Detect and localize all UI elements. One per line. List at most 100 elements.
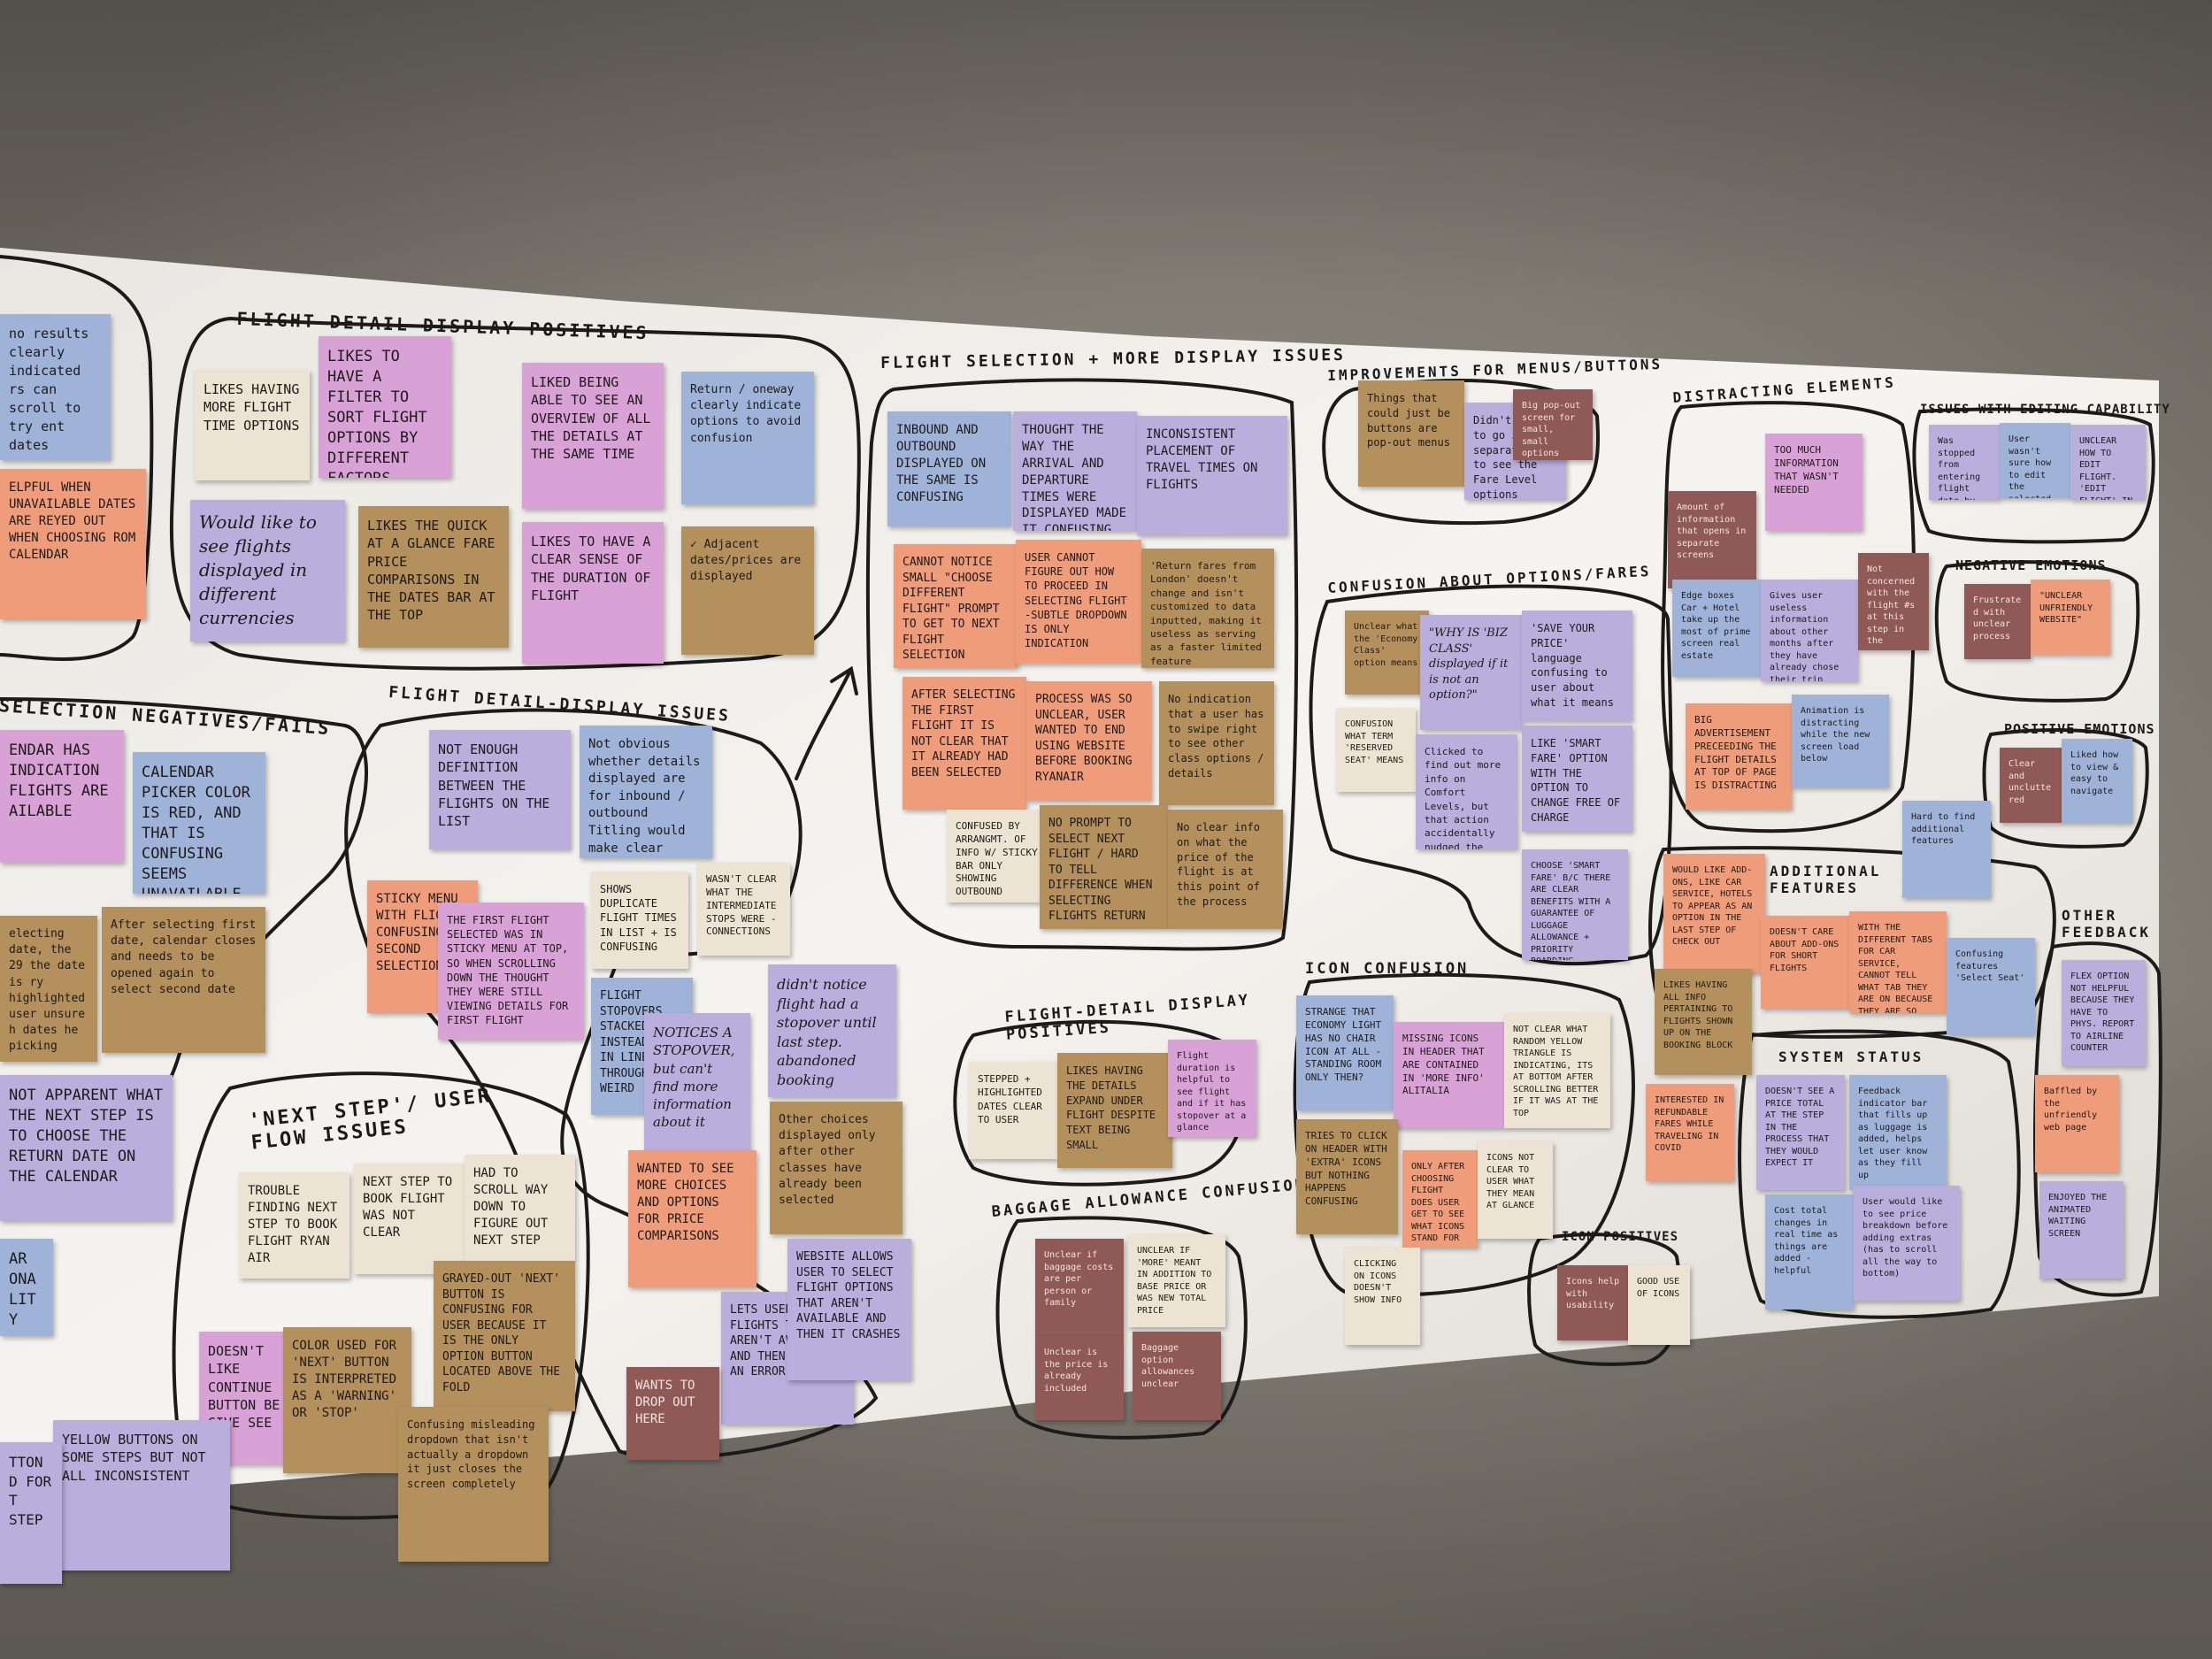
sticky-note: Icons help with usability [1557,1265,1632,1340]
sticky-note: TRIES TO CLICK ON HEADER WITH 'EXTRA' IC… [1296,1119,1398,1234]
sticky-note: LIKES HAVING ALL INFO PERTAINING TO FLIG… [1655,969,1752,1075]
cluster-outline-baggage [995,1216,1248,1440]
cluster-outline-detail-issues [344,708,879,1460]
sticky-note: User wasn't sure how to edit the selecte… [2000,423,2070,498]
header-icon-positives: ICON POSITIVES [1562,1230,1679,1244]
sticky-note: Was stopped from entering flight date by… [1929,425,2000,500]
sticky-note: WITH THE DIFFERENT TABS FOR CAR SERVICE,… [1849,911,1947,1013]
flow-arrow [795,671,851,780]
sticky-note: Unclear if baggage costs are per person … [1035,1239,1124,1336]
sticky-note: Clicked to find out more info on Comfort… [1416,734,1517,849]
sticky-note: SHOWS DUPLICATE FLIGHT TIMES IN LIST + I… [591,872,688,969]
sticky-note: WOULD LIKE ADD-ONS, like CAR SERVICE, HO… [1663,854,1765,973]
cluster-outline-distracting [1661,401,1916,833]
sticky-note: no results clearly indicated rs can scro… [0,314,111,460]
sticky-note: UNCLEAR IF 'MORE' MEANT IN ADDITION TO B… [1128,1234,1225,1327]
sticky-note: Big pop-out screen for small, small opti… [1513,389,1593,460]
sticky-note: No indication that a user has to swipe r… [1159,681,1274,805]
header-additional-features: ADDITIONAL FEATURES [1770,863,1882,896]
sticky-note: ENDAR HAS INDICATION FLIGHTS ARE AILABLE [0,730,124,863]
sticky-note: 'SAVE YOUR PRICE' language confusing to … [1522,611,1632,721]
cluster-outline-neg-emotions [1934,560,2140,703]
sticky-note: Flight duration is helpful to see flight… [1168,1040,1256,1137]
sticky-note: WANTED TO SEE MORE CHOICES AND OPTIONS F… [628,1150,757,1287]
sticky-note: STEPPED + HIGHLIGHTED DATES CLEAR TO USE… [969,1062,1057,1159]
sticky-note: TOO MUCH INFORMATION THAT WASN'T NEEDED [1765,434,1863,531]
cluster-outline-icon-positives [1527,1233,1682,1366]
sticky-note: Amount of information that opens in sepa… [1668,491,1756,588]
sticky-note: electing date, the 29 the date is ry hig… [0,916,97,1062]
sticky-note: Unclear what the 'Economy Class' option … [1345,611,1429,695]
sticky-note: LIKED BEING ABLE TO SEE AN OVERVIEW OF A… [522,363,664,509]
sticky-note: NEXT STEP TO BOOK FLIGHT WAS NOT CLEAR [354,1164,465,1274]
cluster-outline-selection-neg-top [0,255,154,661]
sticky-note: THE FIRST FLIGHT SELECTED WAS IN STICKY … [438,902,584,1040]
sticky-note: STRANGE THAT ECONOMY LIGHT HAS NO CHAIR … [1296,995,1394,1110]
sticky-note: Edge boxes Car + Hotel take up the most … [1672,580,1761,677]
sticky-note: GOOD USE OF ICONS [1628,1265,1690,1345]
sticky-note: AR ONALITY [0,1239,53,1336]
cluster-outline-selection-issues [865,378,1299,951]
sticky-note: Would like to see flights displayed in d… [190,500,345,641]
sticky-note: Cost total changes in real time as thing… [1765,1194,1854,1310]
sticky-note: THOUGHT THE WAY THE ARRIVAL AND DEPARTUR… [1013,411,1137,531]
header-icon-confusion: ICON CONFUSION [1305,960,1470,978]
sticky-note: Frustrated with unclear process [1964,584,2031,659]
sticky-note: ICONS NOT CLEAR TO USER WHAT THEY MEAN A… [1478,1141,1553,1239]
sticky-note: ELPFUL WHEN UNAVAILABLE DATES ARE REYED … [0,469,146,619]
sticky-note: CANNOT NOTICE SMALL "CHOOSE DIFFERENT FL… [894,544,1018,668]
sticky-note: GRAYED-OUT 'NEXT' BUTTON IS CONFUSING FO… [434,1261,575,1411]
sticky-note: didn't notice flight had a stopover unti… [768,964,896,1097]
sticky-note: LIKES HAVING THE DETAILS EXPAND UNDER FL… [1057,1053,1172,1168]
sticky-note: No clear info on what the price of the f… [1168,810,1283,929]
sticky-note: WEBSITE ALLOWS USER TO SELECT FLIGHT OPT… [787,1239,911,1380]
sticky-note: UNCLEAR HOW TO EDIT FLIGHT. 'EDIT FLIGHT… [2070,425,2146,500]
sticky-note: TROUBLE FINDING NEXT STEP TO BOOK FLIGHT… [239,1172,349,1279]
sticky-note: Hard to find additional features [1902,801,1991,898]
sticky-note: LIKE 'SMART FARE' OPTION WITH THE OPTION… [1522,726,1632,832]
sticky-note: User would like to see price breakdown b… [1854,1186,1960,1301]
sticky-note: INBOUND AND OUTBOUND DISPLAYED ON THE SA… [887,411,1011,526]
cluster-outline-detail-positives [169,316,861,671]
header-other-feedback: OTHER FEEDBACK [2062,907,2152,941]
header-positive-emotions: POSITIVE EMOTIONS [2004,721,2155,737]
sticky-note: NOT CLEAR WHAT RANDOM YELLOW TRIANGLE IS… [1504,1013,1610,1128]
flow-arrow-head [830,665,858,695]
sticky-note: INTERESTED IN REFUNDABLE FARES WHILE TRA… [1646,1084,1734,1181]
sticky-note: "UNCLEAR UNFRIENDLY WEBSITE" [2031,580,2110,655]
sticky-note: NOTICES A STOPOVER, but can't find more … [644,1013,750,1155]
sticky-note: NOT APPARENT WHAT THE NEXT STEP IS TO CH… [0,1075,173,1221]
header-editing: ISSUES WITH EDITING CAPABILITY [1920,403,2170,417]
sticky-note: Return / oneway clearly indicate options… [681,372,814,504]
sticky-note: NO PROMPT TO SELECT NEXT FLIGHT / HARD T… [1040,805,1168,929]
cluster-outline-system-status [1738,1029,2021,1319]
cluster-outline-editing [1912,407,2155,544]
sticky-note: Animation is distracting while the new s… [1792,695,1889,787]
sticky-note: USER CANNOT FIGURE OUT HOW TO PROCEED IN… [1016,540,1141,664]
sticky-note: AFTER SELECTING THE FIRST FLIGHT IT IS N… [902,677,1026,810]
sticky-note: Baffled by the unfriendly web page [2035,1075,2119,1172]
sticky-note: NOT ENOUGH DEFINITION BETWEEN THE FLIGHT… [429,730,571,849]
sticky-note: BIG ADVERTISEMENT PRECEEDING THE FLIGHT … [1686,703,1792,810]
sticky-note: Things that could just be buttons are po… [1358,380,1464,487]
sticky-note: CALENDAR PICKER COLOR IS RED, AND THAT I… [133,752,265,894]
sticky-note: After selecting first date, calendar clo… [102,907,265,1053]
sticky-note: Gives user useless information about oth… [1761,580,1858,681]
sticky-note: Not concerned with the flight #s at this… [1858,553,1929,650]
header-system-status: SYSTEM STATUS [1778,1048,1924,1065]
sticky-note: Unclear is the price is already included [1035,1336,1124,1420]
sticky-note: FLEX OPTION NOT HELPFUL BECAUSE THEY HAV… [2062,960,2146,1066]
sticky-note: CLICKING ON ICONS DOESN'T SHOW INFO [1345,1248,1420,1345]
sticky-note: CONFUSED BY ARRANGMT. OF INFO W/ STICKY … [947,810,1048,902]
sticky-note: Confusing misleading dropdown that isn't… [398,1407,549,1562]
sticky-note: CONFUSION WHAT TERM 'RESERVED SEAT' MEAN… [1336,708,1416,792]
sticky-note: Clear and uncluttered [2000,748,2062,823]
sticky-note: WANTS TO DROP OUT HERE [626,1367,719,1460]
sticky-note: CHOOSE 'SMART FARE' b/c THERE ARE CLEAR … [1522,849,1628,960]
sticky-note: Other choices displayed only after other… [770,1102,902,1234]
sticky-note: PROCESS WAS SO UNCLEAR, USER WANTED TO E… [1026,681,1152,801]
cluster-outline-menus [1322,379,1601,526]
sticky-note: Not obvious whether details displayed ar… [580,726,712,858]
sticky-note: DOESN'T CARE ABOUT ADD-ONS FOR SHORT FLI… [1761,916,1854,1009]
cluster-outline-options [1309,584,1673,966]
